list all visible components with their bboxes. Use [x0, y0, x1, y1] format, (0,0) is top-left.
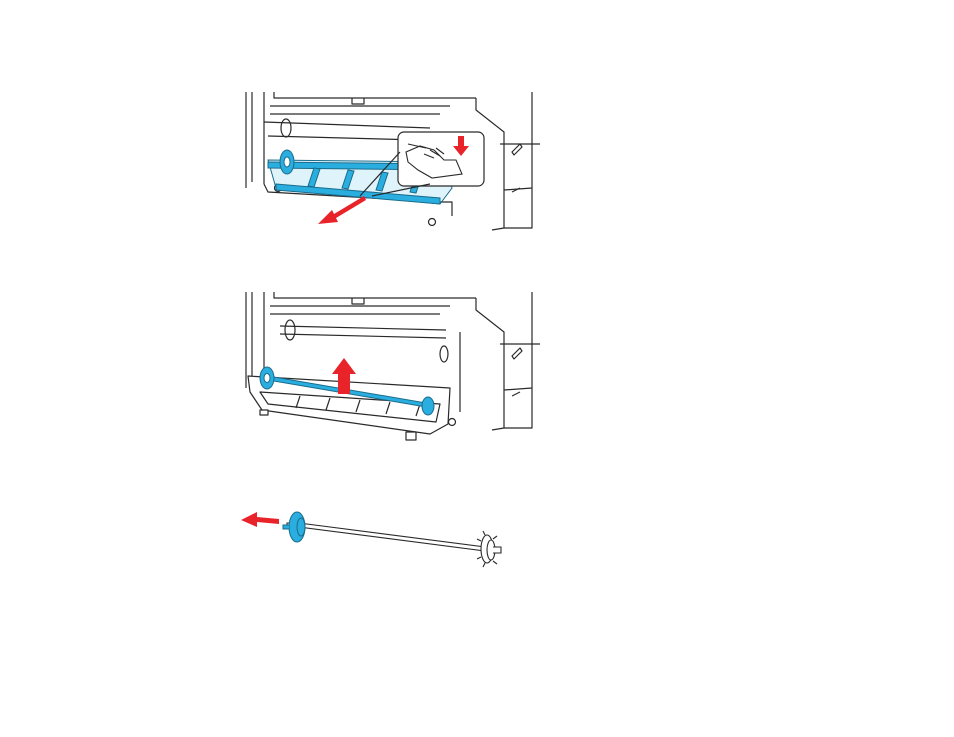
fixed-flange: [477, 531, 501, 567]
pull-out-arrow-icon: [318, 196, 366, 224]
remove-left-arrow-icon: [241, 512, 279, 527]
spindle-shaft: [287, 523, 485, 551]
lift-spindle-illustration: [240, 292, 550, 447]
pull-out-roll-holder-illustration: [240, 92, 550, 232]
remove-flange-illustration: [235, 505, 510, 573]
removable-flange: [283, 512, 305, 542]
